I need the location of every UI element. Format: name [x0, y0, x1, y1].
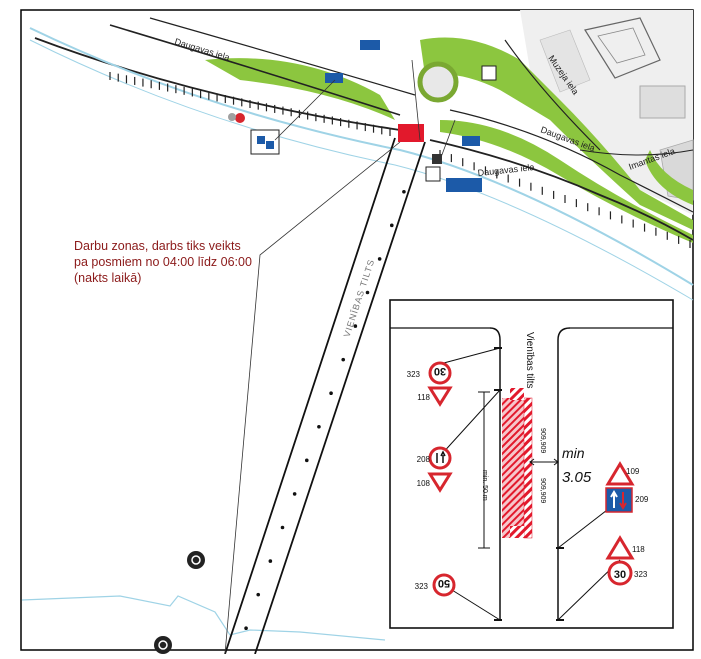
sign-code: 108 [417, 479, 431, 488]
note-leader-line [224, 141, 401, 655]
bridge-marker [256, 592, 261, 597]
handwritten-note: min [562, 445, 585, 461]
svg-text:50: 50 [438, 577, 450, 589]
bridge-marker [292, 492, 297, 496]
bridge-label: VIENĪBAS TILTS [342, 258, 377, 339]
sign-code: 323 [415, 582, 429, 591]
note-line: pa posmiem no 04:00 līdz 06:00 [74, 255, 252, 269]
bridge-marker [329, 391, 333, 396]
sign-speed-limit: 30 [428, 361, 452, 385]
sign-code: 118 [417, 393, 430, 402]
sign-priority-oncoming [605, 487, 633, 513]
sign-code: 323 [407, 370, 421, 379]
sign-warning [605, 461, 635, 486]
bridge-marker [353, 324, 358, 328]
note-line: (nakts laikā) [74, 271, 142, 285]
roundabout-sign-icon [187, 551, 205, 569]
inset-work-area [502, 398, 528, 538]
svg-text:30: 30 [434, 365, 446, 377]
street-label: Daugavas iela [477, 162, 535, 178]
bridge-marker [244, 626, 248, 631]
bridge-marker [402, 189, 406, 194]
svg-text:30: 30 [614, 569, 626, 581]
work-zone [398, 124, 424, 142]
bridge-marker [268, 559, 273, 563]
bridge-marker [365, 290, 370, 295]
sign-code: 209 [635, 495, 649, 504]
bridge-marker [304, 458, 309, 463]
note-line: Darbu zonas, darbs tiks veikts [74, 239, 241, 253]
sign-warning [427, 386, 453, 407]
railing-ticks [109, 72, 691, 248]
sign-priority [428, 446, 452, 470]
river-edge [29, 27, 694, 286]
length-label: min. 50 m [481, 470, 488, 501]
river-bank-bottom [21, 595, 386, 641]
inset-diagram: min. 50 m 909,909 909,909 Vienības tilts… [389, 299, 674, 629]
bridge-marker [341, 357, 346, 362]
sign-code: 109 [626, 467, 640, 476]
bridge-marker [389, 223, 394, 228]
bridge-marker [317, 424, 321, 429]
sign-speed-limit [607, 560, 633, 586]
sign-warning [605, 535, 635, 560]
page-border [20, 9, 694, 651]
river-edge-inner [29, 39, 694, 301]
handwritten-note: 3.05 [562, 469, 592, 486]
sign-speed-limit: 50 [432, 573, 456, 597]
work-zone-note: Darbu zonas, darbs tiks veikts pa posmie… [74, 238, 274, 286]
sign-code: 118 [632, 545, 645, 554]
sign-warning [427, 472, 453, 493]
map-signs [228, 40, 497, 192]
sign-code: 323 [634, 570, 648, 579]
inset-title: Vienības tilts [524, 332, 535, 389]
dimension-label: 909,909 [539, 478, 546, 503]
dimension-label: 909,909 [539, 428, 546, 453]
sign-code: 208 [417, 455, 431, 464]
roundabout-sign-icon [154, 636, 172, 654]
bridge-marker [280, 525, 285, 530]
bridge-marker [377, 257, 382, 261]
green-areas [205, 37, 693, 243]
street-label: Daugavas iela [173, 36, 230, 62]
